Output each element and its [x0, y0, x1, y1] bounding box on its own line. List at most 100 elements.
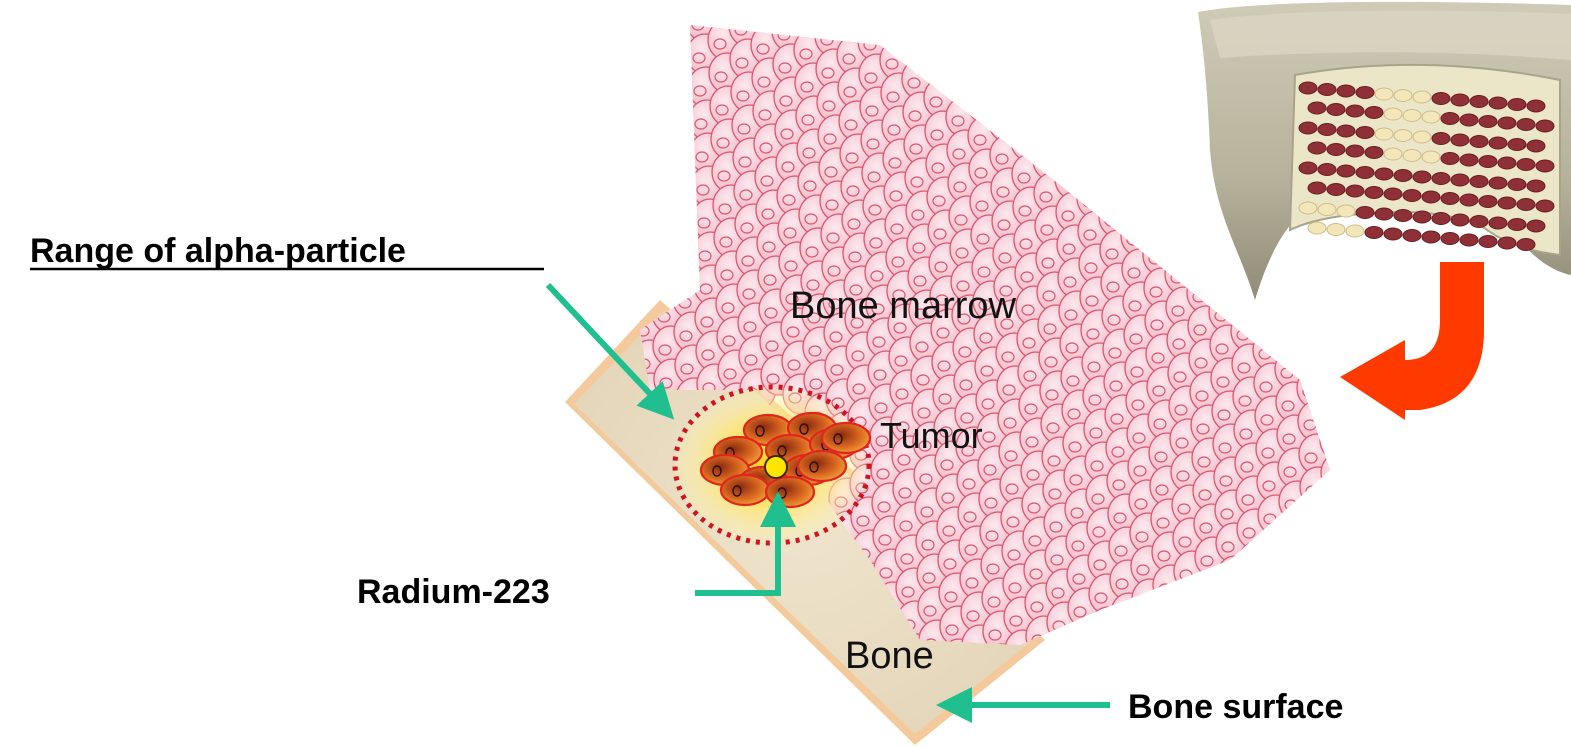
marrow-cell	[596, 566, 632, 606]
marrow-cell	[945, 64, 981, 104]
marrow-cell	[616, 519, 652, 559]
marrow-cell	[662, 623, 698, 663]
tumor-cell	[721, 475, 769, 505]
marrow-cell	[659, 524, 695, 564]
inset-cell	[1346, 185, 1364, 197]
marrow-cell	[1118, 117, 1154, 157]
bone-cross-section-icon	[1198, 2, 1571, 300]
inset-cell	[1479, 236, 1497, 248]
marrow-cell	[1261, 594, 1297, 634]
marrow-cell	[1116, 51, 1152, 91]
inset-cell	[1422, 151, 1440, 163]
marrow-cell	[1137, 37, 1173, 77]
inset-cell	[1498, 117, 1516, 129]
marrow-cell	[1120, 183, 1156, 223]
marrow-cell	[965, 17, 1001, 57]
marrow-cell	[1274, 316, 1310, 356]
inset-cell	[1403, 150, 1421, 162]
marrow-cell	[1176, 617, 1212, 657]
inset-cell	[1299, 202, 1317, 214]
marrow-cell	[1111, 593, 1147, 633]
inset-cell	[1308, 222, 1326, 234]
inset-cell	[1441, 113, 1459, 125]
inset-cell	[1527, 100, 1545, 112]
marrow-cell	[1008, 22, 1044, 62]
label-bone: Bone	[845, 635, 934, 677]
marrow-cell	[1338, 307, 1374, 347]
marrow-cell	[617, 552, 653, 592]
marrow-cell	[1281, 547, 1317, 587]
inset-cell	[1365, 227, 1383, 239]
marrow-cell	[607, 222, 643, 262]
marrow-cell	[681, 543, 717, 583]
marrow-cell	[1073, 46, 1109, 86]
marrow-cell	[1208, 259, 1244, 299]
marrow-cell	[629, 241, 665, 281]
marrow-cell	[605, 156, 641, 196]
marrow-cell	[648, 161, 684, 201]
marrow-cell	[1007, 0, 1043, 29]
marrow-cell	[595, 533, 631, 573]
marrow-cell	[1054, 126, 1090, 166]
inset-cell	[1365, 107, 1383, 119]
marrow-cell	[1030, 41, 1066, 81]
inset-cell	[1451, 214, 1469, 226]
marrow-cell	[1052, 60, 1088, 100]
inset-cell	[1327, 104, 1345, 116]
marrow-cell	[597, 599, 633, 639]
marrow-cell	[1302, 533, 1338, 573]
inset-cell	[1365, 187, 1383, 199]
marrow-cell	[1053, 93, 1089, 133]
marrow-cell	[704, 595, 740, 635]
marrow-cell	[727, 647, 763, 687]
inset-cell	[1403, 190, 1421, 202]
marrow-cell	[647, 128, 683, 168]
inset-cell	[1318, 84, 1336, 96]
marrow-cell	[625, 109, 661, 149]
inset-cell	[1375, 128, 1393, 140]
marrow-cell	[618, 585, 654, 625]
inset-cell	[1394, 210, 1412, 222]
inset-cell	[1489, 137, 1507, 149]
marrow-cell	[1096, 98, 1132, 138]
tumor-cell	[798, 451, 846, 481]
marrow-cell	[587, 269, 623, 309]
marrow-cell	[1317, 321, 1353, 361]
marrow-cell	[601, 24, 637, 64]
marrow-cell	[1161, 122, 1197, 162]
marrow-cell	[1319, 387, 1355, 427]
inset-cell	[1432, 93, 1450, 105]
inset-cell	[1479, 196, 1497, 208]
marrow-cell	[1238, 542, 1274, 582]
marrow-cell	[1011, 121, 1047, 161]
inset-cell	[1441, 233, 1459, 245]
marrow-cell	[944, 31, 980, 71]
marrow-cell	[1098, 164, 1134, 204]
inset-cell	[1489, 97, 1507, 109]
marrow-cell	[900, 0, 936, 33]
inset-cell	[1470, 96, 1488, 108]
marrow-cell	[1142, 202, 1178, 242]
marrow-cell	[1280, 514, 1316, 554]
marrow-cell	[1303, 566, 1339, 606]
marrow-cell	[1114, 0, 1150, 25]
inset-cell	[1318, 204, 1336, 216]
marrow-cell	[1160, 89, 1196, 129]
marrow-cell	[879, 7, 915, 47]
marrow-cell	[1051, 27, 1087, 67]
marrow-cell	[1326, 618, 1362, 658]
marrow-cell	[1097, 131, 1133, 171]
marrow-cell	[1075, 112, 1111, 152]
marrow-cell	[1115, 18, 1151, 58]
marrow-cell	[1055, 159, 1091, 199]
marrow-cell	[1315, 255, 1351, 295]
marrow-cell	[600, 0, 636, 31]
marrow-cell	[1139, 103, 1175, 143]
tumor-cell	[766, 477, 814, 507]
marrow-cell	[1323, 519, 1359, 559]
marrow-cell	[1140, 136, 1176, 176]
marrow-cell	[705, 628, 741, 668]
inset-cell	[1441, 153, 1459, 165]
inset-cell	[1479, 116, 1497, 128]
marrow-cell	[1260, 561, 1296, 601]
